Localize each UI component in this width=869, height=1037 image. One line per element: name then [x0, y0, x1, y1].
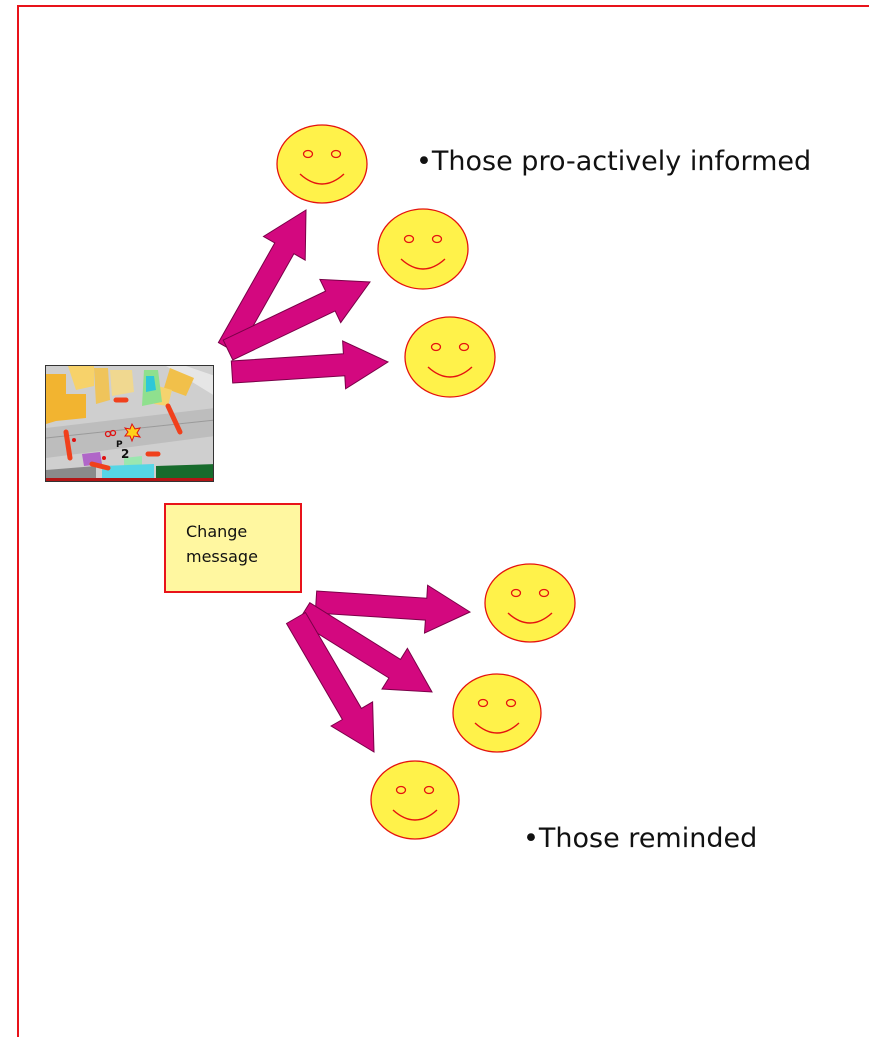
arrow-icon-3	[230, 340, 390, 390]
arrow-icon-5	[297, 602, 433, 693]
slide-border-left	[17, 5, 19, 1037]
map-thumbnail: P 2	[45, 365, 214, 482]
arrow-icon-6	[285, 611, 375, 753]
smiley-face-icon-2	[377, 208, 469, 290]
change-message-box: Change message	[164, 503, 302, 593]
change-box-line-1: Change	[186, 522, 248, 541]
arrow-icon-4	[314, 584, 472, 634]
label-reminded: •Those reminded	[523, 823, 758, 854]
smiley-face-icon-6	[370, 760, 460, 840]
smiley-face-icon-5	[452, 673, 542, 753]
label-pro-actively-informed: •Those pro-actively informed	[416, 146, 812, 177]
arrow-icon-2	[222, 278, 371, 361]
map-number-label: 2	[121, 447, 129, 461]
smiley-face-icon-1	[276, 124, 368, 204]
svg-text:P: P	[116, 440, 123, 450]
smiley-face-icon-4	[484, 563, 576, 643]
smiley-face-icon-3	[404, 316, 496, 398]
arrow-icon-1	[217, 209, 307, 355]
slide-border-top	[18, 5, 869, 7]
change-box-line-2: message	[186, 547, 258, 566]
